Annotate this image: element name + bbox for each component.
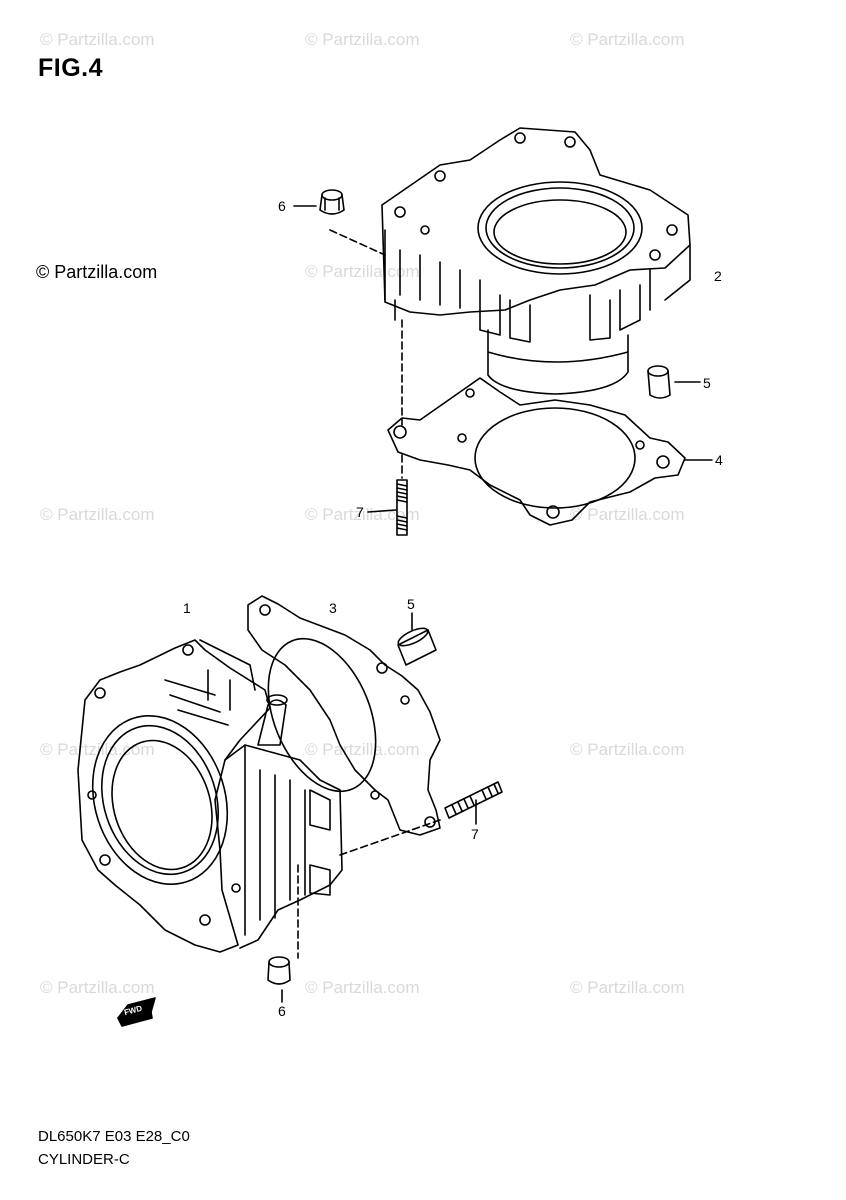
figure-title: FIG.4 <box>38 54 104 82</box>
diagram-code: DL650K7 E03 E28_C0 <box>38 1128 190 1145</box>
callout-7-upper: 7 <box>356 504 364 520</box>
watermark: © Partzilla.com <box>40 978 155 997</box>
watermark: © Partzilla.com <box>40 505 155 524</box>
watermark: © Partzilla.com <box>570 30 685 49</box>
front-direction-arrow <box>117 997 156 1027</box>
rear-cylinder-block <box>381 127 691 395</box>
upper-cap-nut <box>319 189 345 215</box>
watermark: © Partzilla.com <box>570 505 685 524</box>
watermark: © Partzilla.com <box>305 262 420 281</box>
lower-stud-bolt <box>444 781 503 819</box>
front-cylinder-block <box>77 639 343 953</box>
watermark: © Partzilla.com <box>570 740 685 759</box>
callout-3: 3 <box>329 600 337 616</box>
lower-cap-nut <box>267 956 291 985</box>
watermark: © Partzilla.com <box>305 740 420 759</box>
watermark: © Partzilla.com <box>305 30 420 49</box>
callout-5-lower: 5 <box>407 596 415 612</box>
watermark: © Partzilla.com <box>570 978 685 997</box>
callout-1: 1 <box>183 600 191 616</box>
upper-dowel-pin <box>647 365 671 399</box>
callout-6-lower: 6 <box>278 1003 286 1019</box>
callout-7-lower: 7 <box>471 826 479 842</box>
callout-2: 2 <box>714 268 722 284</box>
watermark: © Partzilla.com <box>305 978 420 997</box>
lower-cylinder-gasket <box>247 595 441 836</box>
watermark: © Partzilla.com <box>40 740 155 759</box>
upper-cylinder-gasket <box>387 377 686 526</box>
copyright-notice: © Partzilla.com <box>36 262 158 282</box>
callout-4: 4 <box>715 452 723 468</box>
callout-5-upper: 5 <box>703 375 711 391</box>
watermark: © Partzilla.com <box>40 30 155 49</box>
callout-6-upper: 6 <box>278 198 286 214</box>
lower-dowel-pin <box>397 627 437 666</box>
diagram-name: CYLINDER-C <box>38 1151 130 1168</box>
upper-stud-bolt <box>396 479 408 536</box>
